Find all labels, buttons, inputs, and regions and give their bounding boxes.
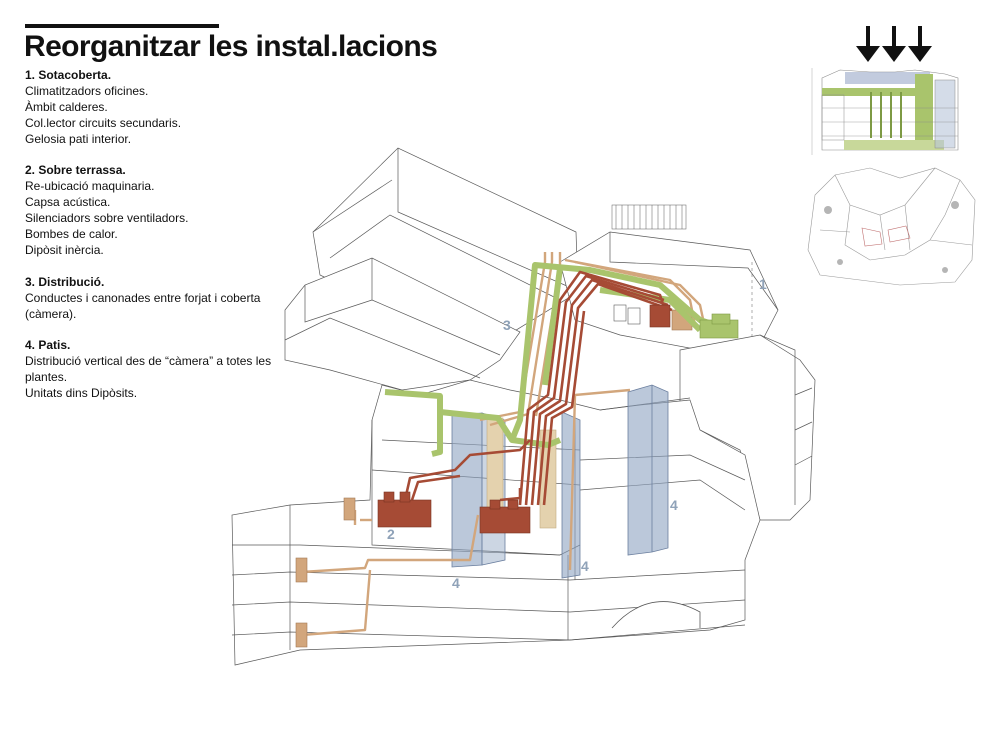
section-line: Re-ubicació maquinaria. bbox=[25, 179, 155, 194]
down-arrow-icon bbox=[908, 26, 932, 62]
tan-pipes bbox=[301, 252, 707, 637]
heat-pump-fan bbox=[507, 499, 519, 510]
beige-shaft bbox=[486, 417, 504, 511]
page-title: Reorganitzar les instal.lacions bbox=[24, 30, 438, 63]
section-line: Distribució vertical des de “càmera” a t… bbox=[25, 354, 272, 369]
rooftop-small-units bbox=[613, 304, 641, 325]
zone-label-4: 4 bbox=[452, 575, 460, 591]
zone-label-4: 4 bbox=[581, 558, 589, 574]
section-sotacoberta: 1. Sotacoberta. Climatitzadors oficines.… bbox=[25, 68, 290, 148]
rooftop-unit bbox=[613, 304, 627, 322]
boiler-unit bbox=[649, 304, 671, 328]
section-heading: 2. Sobre terrassa. bbox=[25, 163, 126, 178]
zone-label-4: 4 bbox=[670, 497, 678, 513]
heat-pump-unit bbox=[377, 499, 432, 528]
green-duct bbox=[384, 389, 443, 457]
red-pipes bbox=[403, 270, 673, 506]
air-handler-unit bbox=[711, 313, 731, 325]
zone-label-2: 2 bbox=[387, 526, 395, 542]
patio-volume bbox=[627, 384, 669, 556]
section-line: Bombes de calor. bbox=[25, 227, 118, 242]
equipment-box bbox=[295, 557, 308, 583]
zone-label-1: 1 bbox=[759, 276, 767, 292]
section-line: Silenciadors sobre ventiladors. bbox=[25, 211, 189, 226]
section-line: Conductes i canonades entre forjat i cob… bbox=[25, 290, 261, 305]
section-line: Unitats dins Dipòsits. bbox=[25, 386, 138, 401]
down-arrow-icon bbox=[882, 26, 906, 62]
section-heading: 1. Sotacoberta. bbox=[25, 68, 112, 82]
equipment-box bbox=[295, 622, 308, 648]
plan-thumbnail bbox=[807, 167, 976, 286]
green-units bbox=[699, 313, 739, 339]
section-sobre-terrassa: 2. Sobre terrassa. Re-ubicació maquinari… bbox=[25, 163, 290, 258]
section-patis: 4. Patis. Distribució vertical des de “c… bbox=[25, 338, 290, 402]
section-line: (càmera). bbox=[25, 306, 77, 321]
section-thumbnail bbox=[811, 68, 959, 155]
red-equipment bbox=[377, 304, 671, 534]
section-line: Gelosia pati interior. bbox=[25, 131, 132, 146]
section-heading: 3. Distribució. bbox=[25, 274, 105, 289]
building-wing-left bbox=[284, 257, 521, 391]
section-line: Col.lector circuits secundaris. bbox=[25, 115, 182, 130]
equipment-box bbox=[343, 497, 356, 521]
section-line: Climatitzadors oficines. bbox=[25, 83, 149, 98]
section-distribucio: 3. Distribució. Conductes i canonades en… bbox=[25, 275, 290, 323]
patio-volume bbox=[451, 412, 483, 568]
section-line: Capsa acústica. bbox=[25, 195, 111, 210]
section-heading: 4. Patis. bbox=[25, 338, 71, 353]
zone-label-3: 3 bbox=[503, 317, 511, 333]
heat-pump-fan bbox=[399, 491, 411, 503]
section-line: plantes. bbox=[25, 370, 68, 385]
heat-pump-fan bbox=[489, 499, 501, 510]
heat-pump-unit bbox=[479, 506, 531, 534]
rooftop-unit bbox=[627, 307, 641, 325]
heat-pump-fan bbox=[383, 491, 395, 503]
section-line: Àmbit calderes. bbox=[25, 99, 108, 114]
sections-list: 1. Sotacoberta. Climatitzadors oficines.… bbox=[25, 68, 290, 418]
sun-arrows bbox=[856, 26, 932, 62]
section-line: Dipòsit inèrcia. bbox=[25, 242, 104, 257]
title-rule bbox=[25, 24, 219, 28]
green-duct bbox=[542, 267, 563, 386]
down-arrow-icon bbox=[856, 26, 880, 62]
